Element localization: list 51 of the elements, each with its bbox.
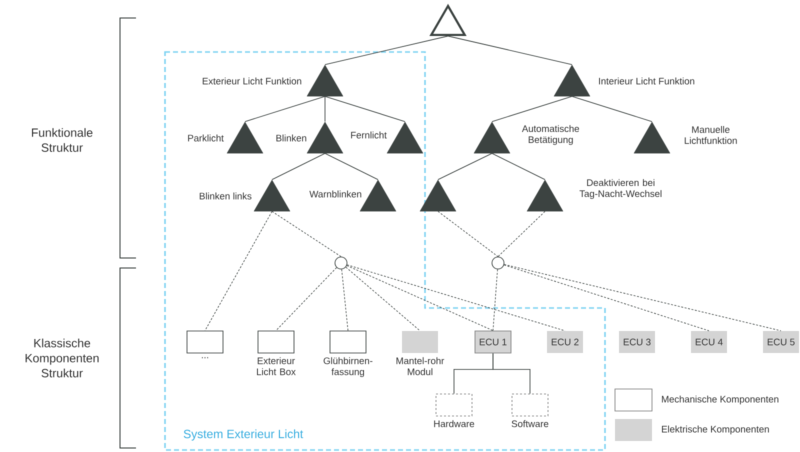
connector-line: [244, 96, 326, 122]
connector-line: [341, 269, 348, 331]
connector-line: [492, 353, 530, 394]
connector-line: [346, 266, 420, 332]
connector-line: [346, 264, 566, 332]
connector-line: [324, 96, 406, 122]
component-box: ECU 2: [547, 331, 583, 353]
junction-circle: [334, 256, 348, 270]
connector-line: [492, 153, 546, 180]
component-label: Exterieur Licht Box: [257, 357, 296, 376]
component-label: Software: [512, 420, 548, 428]
connector-line: [346, 265, 494, 331]
connector-line: [448, 36, 572, 65]
component-label: ...: [202, 357, 208, 358]
node-label: Fernlicht: [351, 132, 387, 138]
node-label: Deaktivieren bei Tag-Nacht-Wechsel: [580, 179, 662, 199]
connector-line: [204, 211, 272, 331]
legend-label: Elektrische Komponenten: [662, 426, 769, 434]
connector-line: [272, 211, 342, 257]
component-box: ECU 4: [691, 331, 727, 353]
connector-line: [572, 96, 652, 122]
connector-line: [272, 153, 326, 180]
connector-line: [324, 36, 448, 65]
node-label: Warnblinken: [309, 190, 362, 198]
connector-line: [504, 264, 782, 332]
connector-line: [498, 211, 546, 257]
connector-line: [492, 96, 572, 122]
connector-line: [504, 264, 710, 332]
node-label: Blinken links: [200, 192, 252, 200]
connector-line: [324, 96, 326, 122]
connector-line: [438, 211, 498, 257]
component-label: Mantel-rohr Modul: [396, 357, 444, 376]
legend-label: Mechanische Komponenten: [662, 396, 778, 404]
connector-line: [276, 267, 337, 331]
component-box: ECU 1: [474, 330, 512, 354]
node-label: Parklicht: [188, 134, 224, 142]
section-label: Funktionale Struktur: [32, 128, 92, 152]
section-label: Klassische Komponenten Struktur: [26, 338, 99, 378]
junction-circle: [492, 256, 504, 270]
component-box: ECU 5: [763, 331, 799, 353]
component-label: Glühbirnen-fassung: [324, 357, 372, 378]
component-label: Hardware: [434, 420, 474, 428]
node-label: Automatische Betätigung: [522, 125, 580, 145]
node-label: Blinken: [276, 134, 306, 142]
component-box: ECU 3: [619, 331, 655, 353]
node-label: Manuelle Lichtfunktion: [684, 126, 737, 144]
node-label: Exterieur Licht Funktion: [202, 78, 302, 84]
triangle-symbol: [420, 180, 456, 212]
connector-line: [492, 269, 498, 331]
connector-line: [324, 153, 378, 180]
node-label: Interieur Licht Funktion: [599, 78, 694, 84]
